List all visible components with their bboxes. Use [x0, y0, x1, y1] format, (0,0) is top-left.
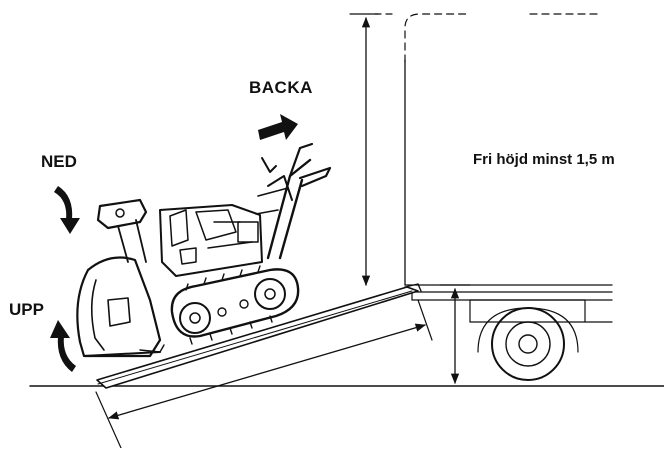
- arrow-right-icon: [258, 114, 298, 140]
- backa-label: BACKA: [249, 78, 313, 97]
- curved-arrow-up-icon: [50, 320, 76, 372]
- ramp-length-dimension: [95, 299, 433, 449]
- bed-height-dimension: [439, 284, 471, 385]
- clearance-dimension: [349, 13, 379, 287]
- ramp: [96, 283, 422, 389]
- clearance-label: Fri höjd minst 1,5 m: [473, 151, 615, 168]
- curved-arrow-down-icon: [54, 186, 80, 234]
- upp-label: UPP: [9, 300, 44, 319]
- ned-label: NED: [41, 152, 77, 171]
- truck-illustration: [374, 13, 613, 381]
- snowblower-illustration: [76, 142, 332, 358]
